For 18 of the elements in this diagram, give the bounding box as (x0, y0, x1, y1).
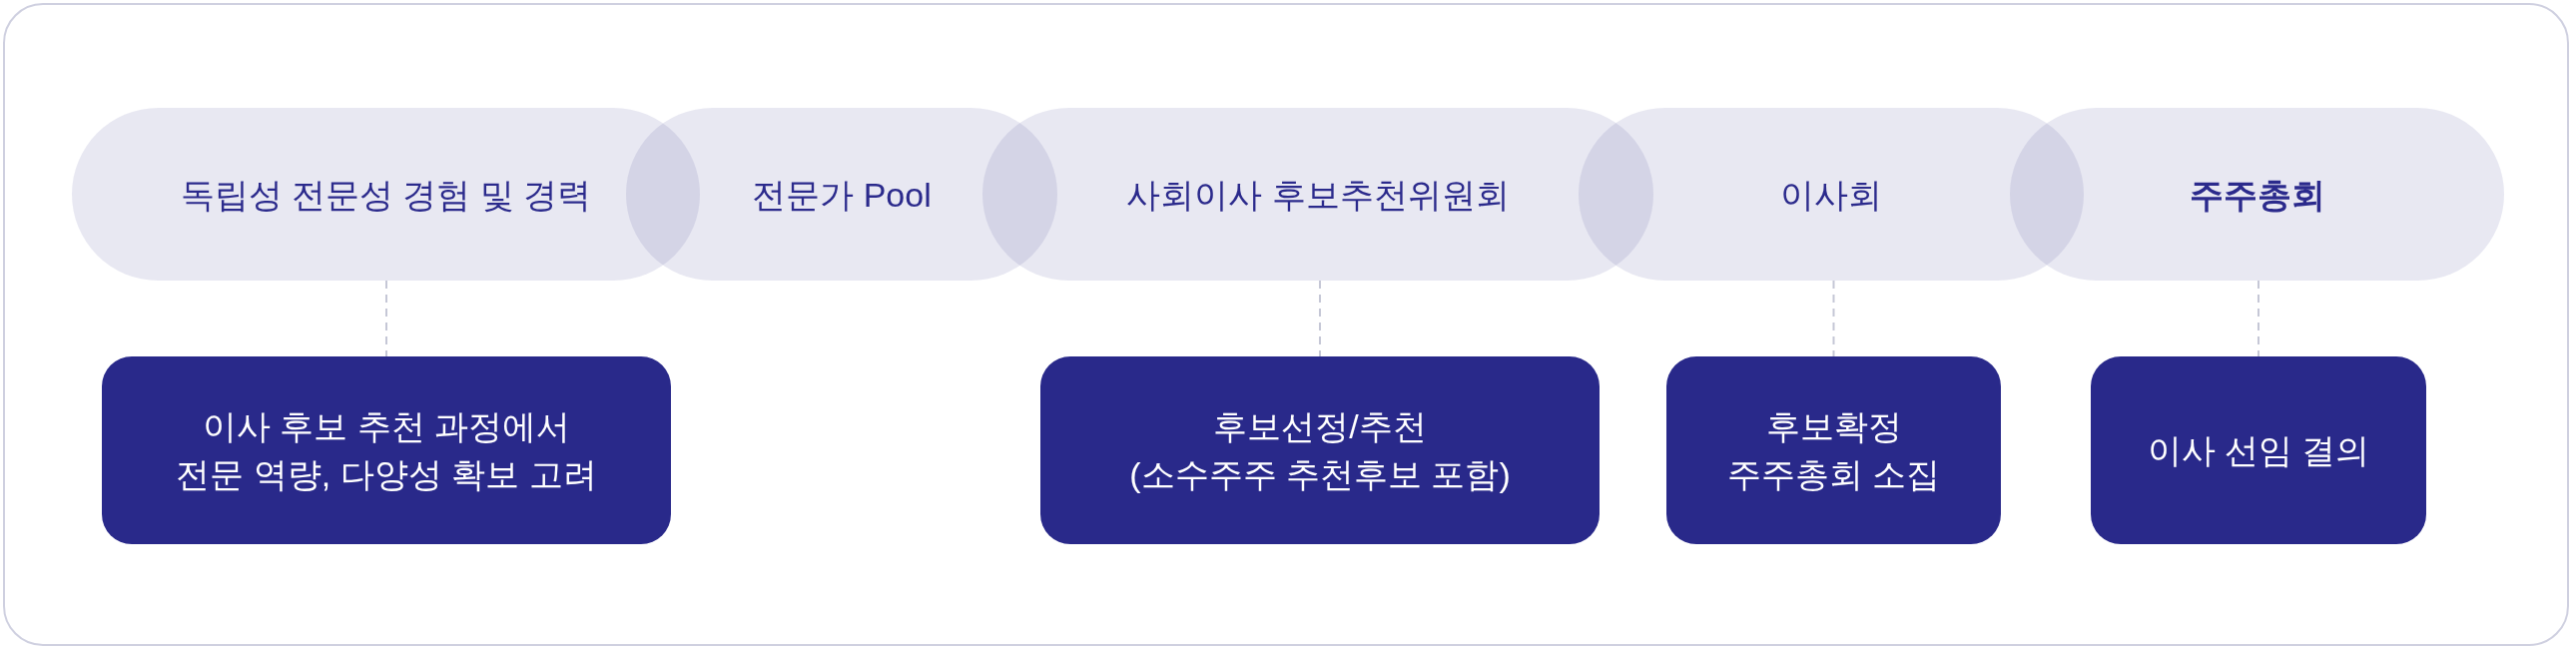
stage-label: 독립성 전문성 경험 및 경력 (180, 174, 592, 216)
dashed-connector (1319, 280, 1321, 357)
stage-label: 사회이사 후보추천위원회 (1126, 174, 1510, 216)
step-box (1040, 356, 1600, 544)
step-text: 이사 선임 결의 (2147, 430, 2370, 471)
stage-label: 이사회 (1780, 174, 1882, 216)
step-box (1666, 356, 2001, 544)
step-text: 후보선정/추천 (1213, 406, 1427, 447)
dashed-connector (2257, 280, 2259, 357)
step-box (102, 356, 671, 544)
dashed-connector (385, 280, 387, 357)
step-text: (소수주주 추천후보 포함) (1129, 454, 1511, 495)
stage-label: 주주총회 (2189, 174, 2325, 216)
step-box (2091, 356, 2426, 544)
step-text: 후보확정 주주총회 소집 (1725, 406, 1942, 495)
stage-label: 전문가 Pool (752, 174, 932, 216)
step-text: 이사 후보 추천 과정에서 전문 역량, 다양성 확보 고려 (175, 406, 598, 495)
dashed-connector (1832, 280, 1835, 357)
